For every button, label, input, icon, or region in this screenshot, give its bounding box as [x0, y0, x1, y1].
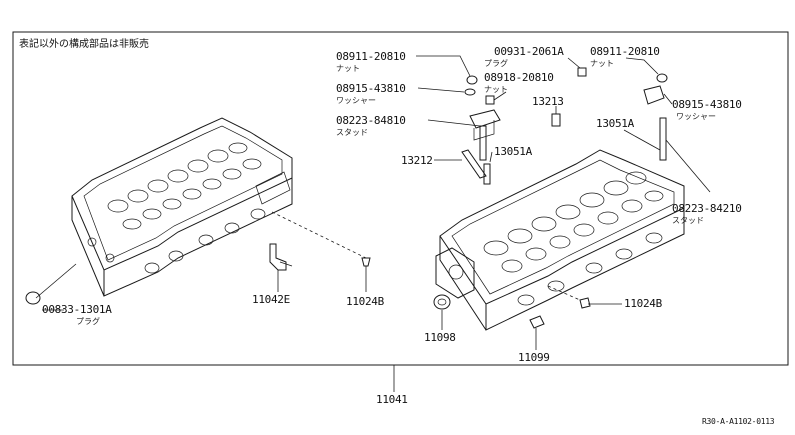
label-nut-top-right-name: ナット [590, 59, 614, 68]
part-11024b-left [361, 257, 371, 267]
label-13212: 13212 [401, 154, 433, 167]
part-11099 [529, 315, 545, 329]
label-washer-left-part-no: 08915-43810 [336, 82, 406, 95]
label-11024b-right: 11024B [624, 297, 662, 310]
label-washer-left-name: ワッシャー [336, 96, 376, 105]
cylinder-head-right [435, 109, 685, 331]
label-nut-mid-part-no: 08918-20810 [484, 71, 554, 84]
label-nut-top-left-part-no: 08911-20810 [336, 50, 406, 63]
part-nut-left [466, 75, 478, 85]
label-stud-left-part-no: 08223-84810 [336, 114, 406, 127]
part-13212 [461, 149, 487, 179]
label-plug-left-part-no: 00833-1301A [42, 303, 112, 316]
label-stud-left-name: スタッド [336, 128, 368, 137]
leader-11024b-left [271, 211, 367, 259]
cylinder-head-left [71, 117, 293, 297]
label-11024b-left: 11024B [346, 295, 384, 308]
reference-code: R30-A-A1102-0113 [702, 417, 775, 426]
label-13051a-left: 13051A [494, 145, 532, 158]
label-nut-top-right-part-no: 08911-20810 [590, 45, 660, 58]
label-11042e: 11042E [252, 293, 290, 306]
part-11042e [269, 243, 293, 271]
label-13213: 13213 [532, 95, 564, 108]
label-plug-top-name: プラグ [484, 59, 508, 68]
part-washer-left [464, 88, 476, 96]
part-13051a-left [483, 163, 491, 185]
label-11041: 11041 [376, 393, 408, 406]
label-11098: 11098 [424, 331, 456, 344]
label-13051a-right: 13051A [596, 117, 634, 130]
part-nut-mid [485, 95, 495, 105]
part-stud-right [659, 117, 667, 161]
part-nut-right [656, 73, 668, 83]
part-washer-right [643, 85, 665, 105]
label-washer-right-part-no: 08915-43810 [672, 98, 742, 111]
part-plug-top [577, 67, 587, 77]
label-11099: 11099 [518, 351, 550, 364]
plug-left-part [25, 291, 41, 305]
note-non-sale: 表記以外の構成部品は非販売 [19, 39, 149, 50]
label-washer-right-name: ワッシャー [676, 112, 716, 121]
leader-plug-left [35, 263, 77, 299]
diagram-frame [12, 31, 789, 366]
part-stud-left [479, 125, 487, 161]
label-nut-top-left-name: ナット [336, 64, 360, 73]
label-nut-mid-name: ナット [484, 85, 508, 94]
label-stud-right-name: スタッド [672, 216, 704, 225]
label-plug-left-name: プラグ [76, 317, 100, 326]
part-11098 [433, 294, 451, 310]
part-11024b-right [579, 297, 591, 309]
label-stud-right-part-no: 08223-84210 [672, 202, 742, 215]
label-plug-top-part-no: 00931-2061A [494, 45, 564, 58]
part-13213 [551, 113, 561, 127]
